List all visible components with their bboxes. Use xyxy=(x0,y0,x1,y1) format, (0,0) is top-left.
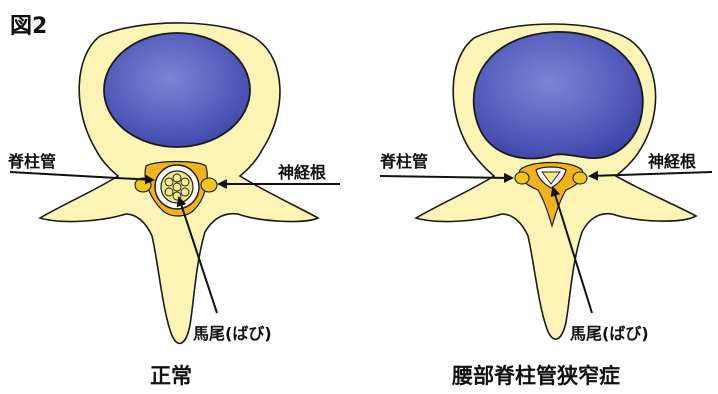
normal-nerve-root-right xyxy=(201,178,217,192)
stenosis-nerve-root-left xyxy=(515,172,529,184)
stenosis-nerve-root-label: 神経根 xyxy=(648,148,696,172)
normal-disc xyxy=(104,33,250,147)
normal-caption: 正常 xyxy=(150,360,192,390)
normal-nerve-root-label: 神経根 xyxy=(278,159,326,183)
stenosis-spinal-canal-label: 脊柱管 xyxy=(380,148,428,172)
normal-spinal-canal-label: 脊柱管 xyxy=(8,148,56,172)
stenosis-nerve-root-right xyxy=(573,172,587,184)
normal-cauda-equina-label: 馬尾(ばび) xyxy=(193,320,272,344)
stenosis-cauda-equina-label: 馬尾(ばび) xyxy=(570,320,649,344)
normal-vertebra xyxy=(10,23,340,343)
stenosis-caption: 腰部脊柱管狭窄症 xyxy=(452,360,620,390)
stenosis-disc xyxy=(474,32,643,159)
stenosis-vertebra xyxy=(380,24,712,339)
